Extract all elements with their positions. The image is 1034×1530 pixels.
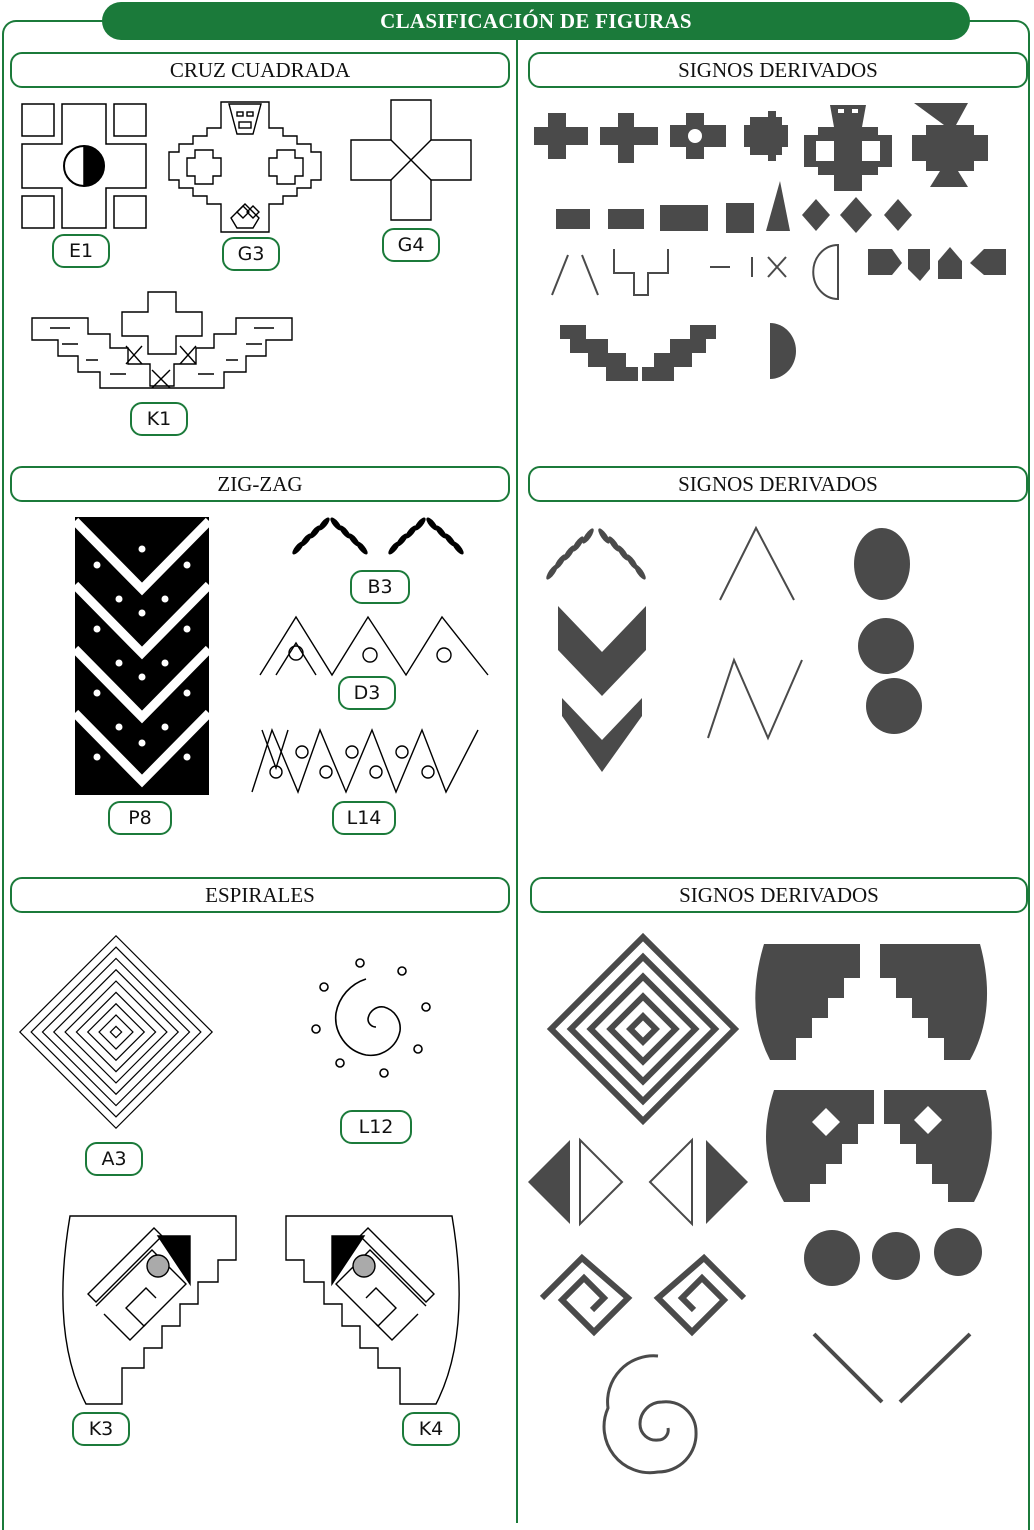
- label-k1: K1: [130, 402, 188, 436]
- label-g4: G4: [382, 228, 440, 262]
- figure-g4-cross: [349, 98, 473, 222]
- label-a3: A3: [85, 1142, 143, 1176]
- heading-espirales: ESPIRALES: [10, 877, 510, 913]
- derived-stepped-shapes: [752, 940, 992, 1210]
- figure-p8-zigzag-panel: [75, 517, 209, 795]
- figure-e1-cross: [20, 102, 150, 232]
- heading-signos-derivados-zigzag: SIGNOS DERIVADOS: [528, 466, 1028, 502]
- heading-zig-zag: ZIG-ZAG: [10, 466, 510, 502]
- column-divider: [516, 20, 518, 1523]
- figure-a3-square-spiral: [16, 932, 220, 1136]
- derived-circles: [802, 1228, 986, 1292]
- label-l14: L14: [332, 801, 396, 835]
- figure-l14-zigzag: [250, 728, 482, 794]
- derived-spiral-diamond: [548, 934, 738, 1124]
- figure-d3-zigzag: [258, 615, 490, 677]
- derived-round-spiral: [602, 1352, 702, 1476]
- label-l12: L12: [340, 1110, 412, 1144]
- derived-zigzag-signs: [540, 520, 940, 780]
- figure-k3-stepped-fret: [56, 1214, 240, 1406]
- label-p8: P8: [108, 801, 172, 835]
- derived-cross-signs: [530, 95, 1020, 395]
- figure-l12-spiral: [308, 955, 438, 1083]
- label-d3: D3: [338, 676, 396, 710]
- label-b3: B3: [350, 570, 410, 604]
- heading-cruz-cuadrada: CRUZ CUADRADA: [10, 52, 510, 88]
- figure-b3-feathers: [290, 510, 470, 560]
- figure-g3-cross: [165, 100, 325, 235]
- label-g3: G3: [222, 237, 280, 271]
- page-title: CLASIFICACIÓN DE FIGURAS: [102, 2, 970, 40]
- heading-signos-derivados-cruz: SIGNOS DERIVADOS: [528, 52, 1028, 88]
- figure-k1-cross: [30, 290, 294, 400]
- derived-triangles: [526, 1136, 752, 1228]
- label-k3: K3: [72, 1412, 130, 1446]
- derived-fret-spirals: [538, 1250, 748, 1340]
- derived-v-lines: [810, 1330, 974, 1406]
- label-e1: E1: [52, 234, 110, 268]
- label-k4: K4: [402, 1412, 460, 1446]
- figure-k4-stepped-fret: [282, 1214, 466, 1406]
- heading-signos-derivados-espirales: SIGNOS DERIVADOS: [530, 877, 1028, 913]
